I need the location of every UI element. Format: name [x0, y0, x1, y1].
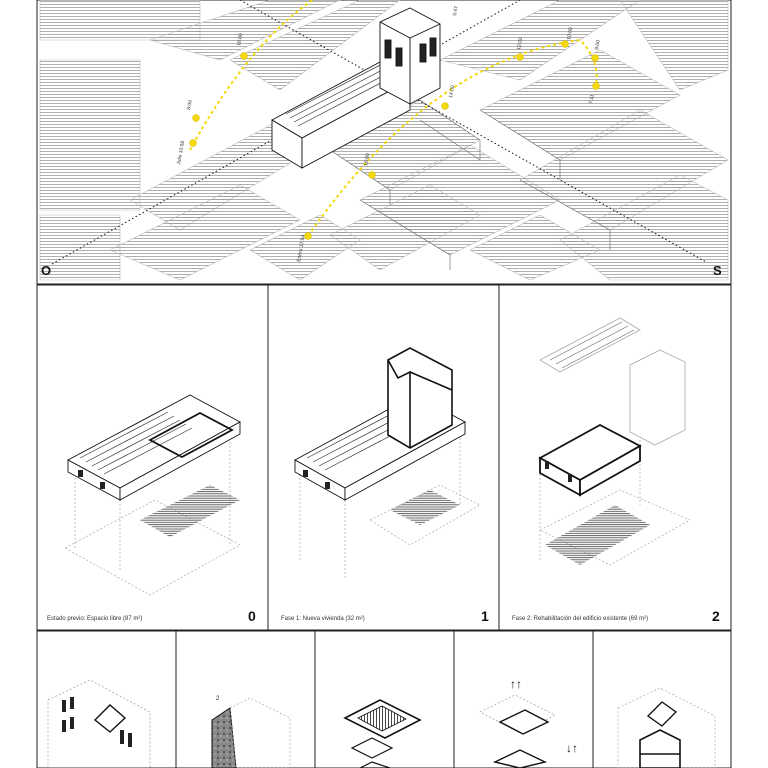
phase-0-caption: Estado previo: Espacio libre (87 m²) [47, 616, 142, 622]
detail-panel-1 [36, 630, 177, 768]
orientation-south-label: S [713, 263, 722, 278]
phase-0-number: 0 [248, 608, 256, 624]
phase-1-caption: Fase 1: Nueva vivienda (32 m²) [281, 616, 365, 622]
phase-panel-2: Fase 2: Rehabilitación del edificio exis… [498, 284, 732, 631]
sun-label-winter-1600: 16:00 [363, 153, 371, 167]
detail-panel-2 [175, 630, 316, 768]
detail-4-updown-arrows: ↓↑ [566, 741, 578, 755]
sun-label-winter-800: 8:00 [594, 40, 602, 51]
sun-paths: Julio 10:58 8:00 16:00 5:47 Enero 17:54 … [176, 0, 602, 262]
sun-label-july-1058: Julio 10:58 [176, 140, 186, 165]
detail-4-up-arrows: ↑↑ [510, 677, 522, 691]
phase-panel-1: Fase 1: Nueva vivienda (32 m²) 1 [267, 284, 500, 631]
central-building [271, 7, 441, 169]
phase-2-caption: Fase 2: Rehabilitación del edificio exis… [512, 616, 648, 622]
detail-strip: 2 ↑↑ ↓↑ [36, 630, 732, 768]
phase-panels: Estado previo: Espacio libre (87 m²) 0 [36, 284, 732, 631]
phase-1-number: 1 [481, 608, 489, 624]
sun-label-winter-1754: Enero 17:54 [296, 234, 307, 262]
sun-label-winter-711: 7:11 [588, 94, 596, 104]
site-plan: Julio 10:58 8:00 16:00 5:47 Enero 17:54 … [36, 0, 732, 285]
phase-2-number: 2 [712, 608, 720, 624]
phase-panel-0: Estado previo: Espacio libre (87 m²) 0 [36, 284, 269, 631]
sun-label-july-1600: 16:00 [236, 33, 244, 47]
sun-label-winter-1200: 12:00 [516, 37, 524, 51]
sun-label-winter-1400: 14:00 [448, 85, 456, 99]
sun-label-july-547: 5:47 [452, 6, 460, 17]
block-outlines [329, 99, 611, 270]
sun-label-winter-1000: 10:00 [566, 27, 574, 41]
detail-2-mark: 2 [216, 696, 220, 702]
sun-label-july-800: 8:00 [186, 100, 194, 111]
orientation-west-label: O [41, 263, 51, 278]
